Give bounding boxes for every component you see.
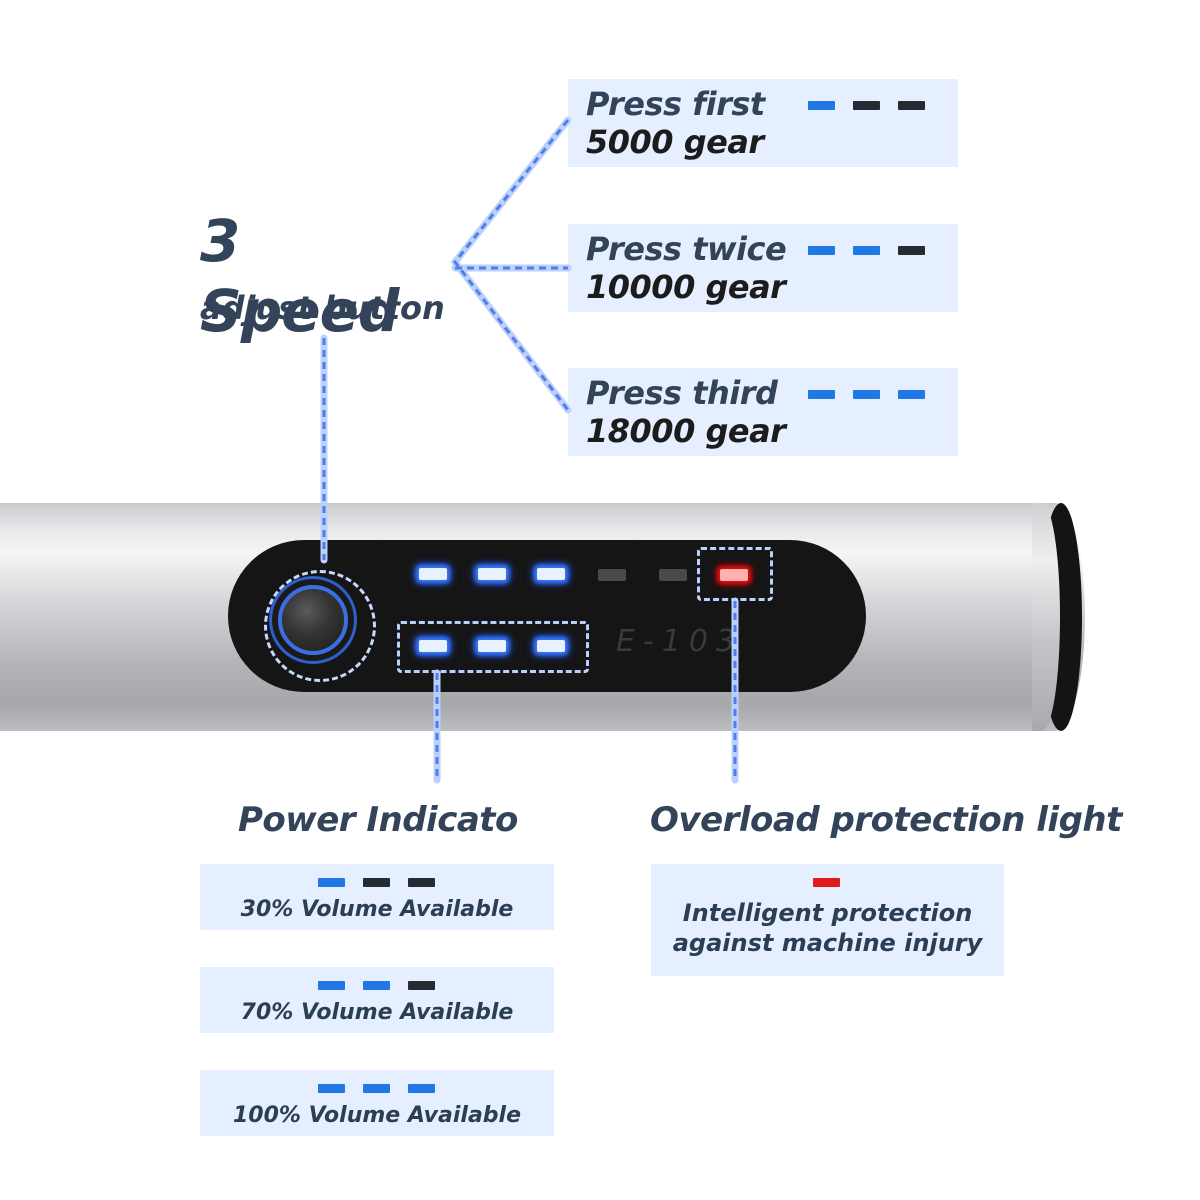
- indicator-dot: [408, 1084, 435, 1093]
- overload-caption: Intelligent protection against machine i…: [651, 898, 1004, 958]
- power-level-100-label: 100% Volume Available: [232, 1103, 522, 1128]
- indicator-dot: [808, 246, 835, 255]
- speed-level-1-line2: 5000 gear: [586, 123, 764, 161]
- indicator-dot: [318, 981, 345, 990]
- speed-button-highlight: [264, 570, 376, 682]
- top-led-5: [659, 569, 687, 581]
- speed-level-2-box: Press twice 10000 gear: [568, 224, 958, 312]
- top-led-2: [478, 568, 506, 580]
- speed-level-3-box: Press third 18000 gear: [568, 368, 958, 456]
- power-led-3: [537, 640, 565, 652]
- power-level-30-box: 30% Volume Available: [200, 864, 554, 930]
- top-led-3: [537, 568, 565, 580]
- speed-level-3-indicator: [808, 390, 925, 399]
- power-level-70-label: 70% Volume Available: [240, 1000, 514, 1025]
- indicator-dot: [363, 981, 390, 990]
- indicator-dot: [408, 878, 435, 887]
- indicator-dot: [853, 246, 880, 255]
- power-level-100-indicator: [318, 1084, 435, 1093]
- indicator-dot: [408, 981, 435, 990]
- top-led-4: [598, 569, 626, 581]
- power-level-100-box: 100% Volume Available: [200, 1070, 554, 1136]
- speed-level-2-line1: Press twice: [586, 230, 787, 268]
- power-led-1: [419, 640, 447, 652]
- speed-adjust-button[interactable]: [278, 585, 348, 655]
- speed-level-1-box: Press first 5000 gear: [568, 79, 958, 167]
- indicator-dot: [363, 1084, 390, 1093]
- overload-title: Overload protection light: [650, 800, 1122, 840]
- power-led-2: [478, 640, 506, 652]
- top-led-1: [419, 568, 447, 580]
- power-indicator-title: Power Indicato: [238, 800, 518, 840]
- indicator-dot: [318, 1084, 345, 1093]
- overload-box: Intelligent protection against machine i…: [651, 864, 1004, 976]
- speed-level-3-line1: Press third: [586, 374, 778, 412]
- indicator-dot: [363, 878, 390, 887]
- overload-caption-line1: Intelligent protection: [682, 899, 973, 927]
- indicator-dot: [853, 101, 880, 110]
- overload-indicator-dot: [813, 878, 840, 887]
- indicator-dot: [898, 101, 925, 110]
- speed-level-2-line2: 10000 gear: [586, 268, 786, 306]
- speed-title: 3 Speed: [200, 207, 399, 345]
- overload-led: [720, 569, 748, 581]
- power-level-30-label: 30% Volume Available: [240, 897, 514, 922]
- power-led-highlight: [397, 621, 589, 673]
- speed-level-2-indicator: [808, 246, 925, 255]
- model-number: E-103: [616, 624, 744, 659]
- indicator-dot: [318, 878, 345, 887]
- indicator-dot: [808, 390, 835, 399]
- indicator-dot: [898, 246, 925, 255]
- power-level-30-indicator: [318, 878, 435, 887]
- device-end-highlight: [1032, 503, 1060, 731]
- overload-caption-line2: against machine injury: [672, 929, 983, 957]
- indicator-dot: [898, 390, 925, 399]
- power-level-70-indicator: [318, 981, 435, 990]
- power-level-70-box: 70% Volume Available: [200, 967, 554, 1033]
- indicator-dot: [808, 101, 835, 110]
- speed-subtitle: adjust button: [200, 289, 445, 327]
- speed-level-1-indicator: [808, 101, 925, 110]
- speed-level-1-line1: Press first: [586, 85, 765, 123]
- indicator-dot: [853, 390, 880, 399]
- speed-level-3-line2: 18000 gear: [586, 412, 786, 450]
